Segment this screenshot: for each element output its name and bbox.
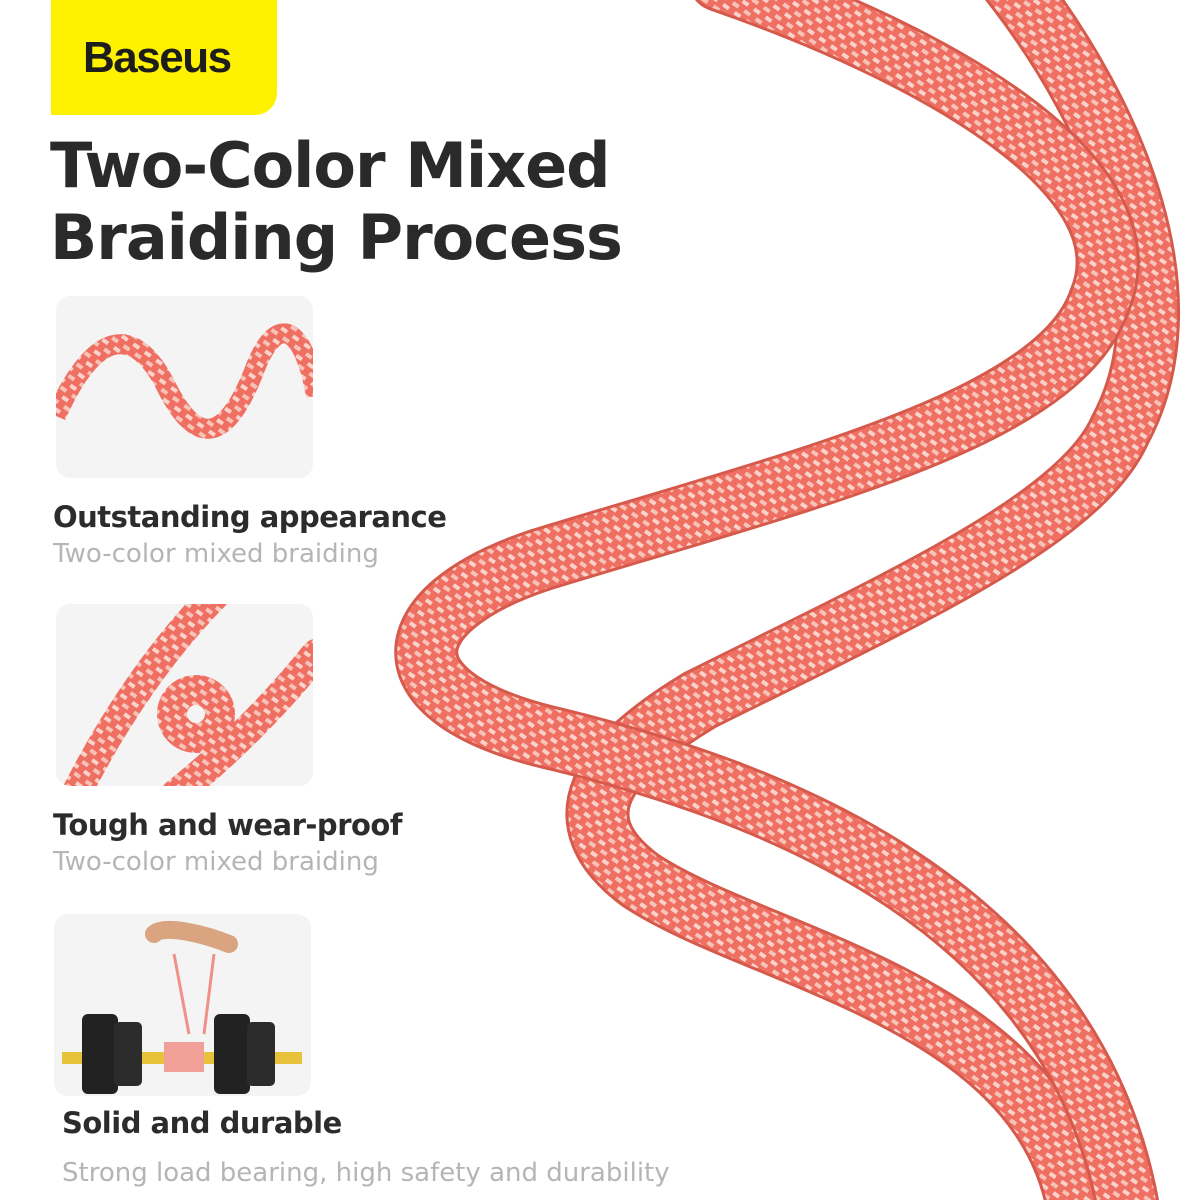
feature-subtitle: Two-color mixed braiding	[53, 539, 379, 569]
brand-logo: Baseus	[83, 33, 232, 82]
feature-subtitle: Strong load bearing, high safety and dur…	[62, 1158, 670, 1188]
headline: Two-Color Mixed Braiding Process	[50, 129, 623, 274]
feature-image-dumbbell	[54, 914, 311, 1096]
feature-image-wavy-cable	[56, 296, 313, 478]
feature-image-knotted-cable	[56, 604, 313, 786]
headline-line-2: Braiding Process	[50, 201, 623, 274]
headline-line-1: Two-Color Mixed	[50, 129, 611, 202]
feature-title: Outstanding appearance	[53, 500, 447, 534]
brand-logo-tab	[51, 0, 277, 115]
feature-title: Tough and wear-proof	[53, 808, 402, 842]
feature-subtitle: Two-color mixed braiding	[53, 847, 379, 877]
feature-title: Solid and durable	[62, 1106, 342, 1140]
